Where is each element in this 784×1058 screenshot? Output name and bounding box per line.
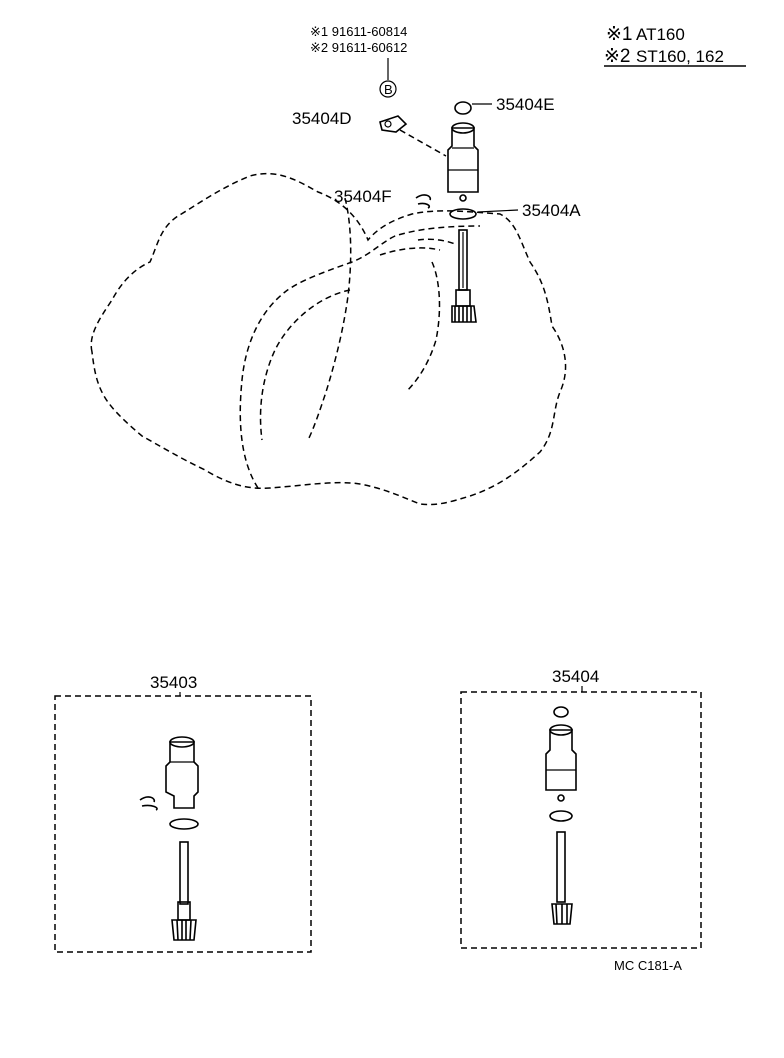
- kit-35403-o-ring: [169, 818, 199, 830]
- driven-gear-sleeve: [447, 127, 479, 193]
- speedometer-driven-gear-assembly: 35404E 35404D 35404F 35404A: [292, 95, 581, 323]
- label-35404: 35404: [552, 667, 599, 686]
- note-bolt-2: ※2 91611-60612: [310, 40, 407, 55]
- clip-35404F: [415, 194, 432, 209]
- bolt-marker-label: B: [384, 82, 393, 97]
- kit-35404-gear: [551, 903, 573, 925]
- kit-35404: 35404: [460, 667, 702, 949]
- kit-35404-frame: [460, 691, 702, 949]
- bellhousing-inner-rim: [239, 225, 481, 489]
- lock-plate-35404D: [379, 115, 408, 133]
- leader-35404A: [477, 209, 519, 213]
- housing-seam: [307, 197, 352, 441]
- label-35404D: 35404D: [292, 109, 352, 128]
- kit-35404-sleeve-top: [549, 724, 573, 736]
- sleeve-top: [451, 122, 475, 134]
- bellhousing-bore: [259, 289, 351, 441]
- case-flange-edge: [379, 238, 456, 256]
- figure-code: MC C181-A: [614, 958, 682, 973]
- kit-35403-clip: [139, 796, 158, 811]
- gear-hub: [455, 289, 471, 307]
- sleeve-pin: [459, 194, 467, 202]
- lock-plate-guide: [399, 129, 447, 157]
- note-bolt-1: ※1 91611-60814: [310, 24, 407, 39]
- label-35404E: 35404E: [496, 95, 555, 114]
- label-35403: 35403: [150, 673, 197, 692]
- housing-outer-outline: [90, 172, 567, 506]
- kit-35403-shaft: [179, 841, 189, 905]
- kit-35404-shaft: [556, 831, 566, 903]
- kit-35403-sleeve-top: [169, 736, 195, 748]
- legend2-mark: ※2: [604, 46, 631, 67]
- bolt-marker-circle: [379, 80, 397, 98]
- kit-35404-cap: [553, 706, 569, 718]
- label-35404F: 35404F: [334, 187, 392, 206]
- kit-35403-frame: [54, 695, 312, 953]
- plug-cap-35404E: [454, 101, 472, 115]
- lock-plate-hole: [384, 120, 392, 128]
- transaxle-housing: [90, 172, 567, 506]
- o-ring-35404A: [449, 208, 477, 220]
- model-legend: ※1 AT160 ※2 ST160, 162: [604, 24, 746, 67]
- kit-35404-pin: [557, 794, 565, 802]
- legend1-text: AT160: [636, 25, 685, 44]
- legend1-mark: ※1: [606, 24, 633, 45]
- kit-35404-o-ring: [549, 810, 573, 822]
- internal-web: [405, 261, 441, 393]
- label-35404A: 35404A: [522, 201, 581, 220]
- kit-35403-sleeve: [165, 741, 199, 809]
- kit-35404-sleeve: [545, 729, 577, 791]
- driven-gear-teeth: [451, 305, 477, 323]
- kit-35403: 35403: [54, 673, 312, 953]
- legend2-text: ST160, 162: [636, 47, 724, 66]
- kit-35403-gear: [171, 919, 197, 941]
